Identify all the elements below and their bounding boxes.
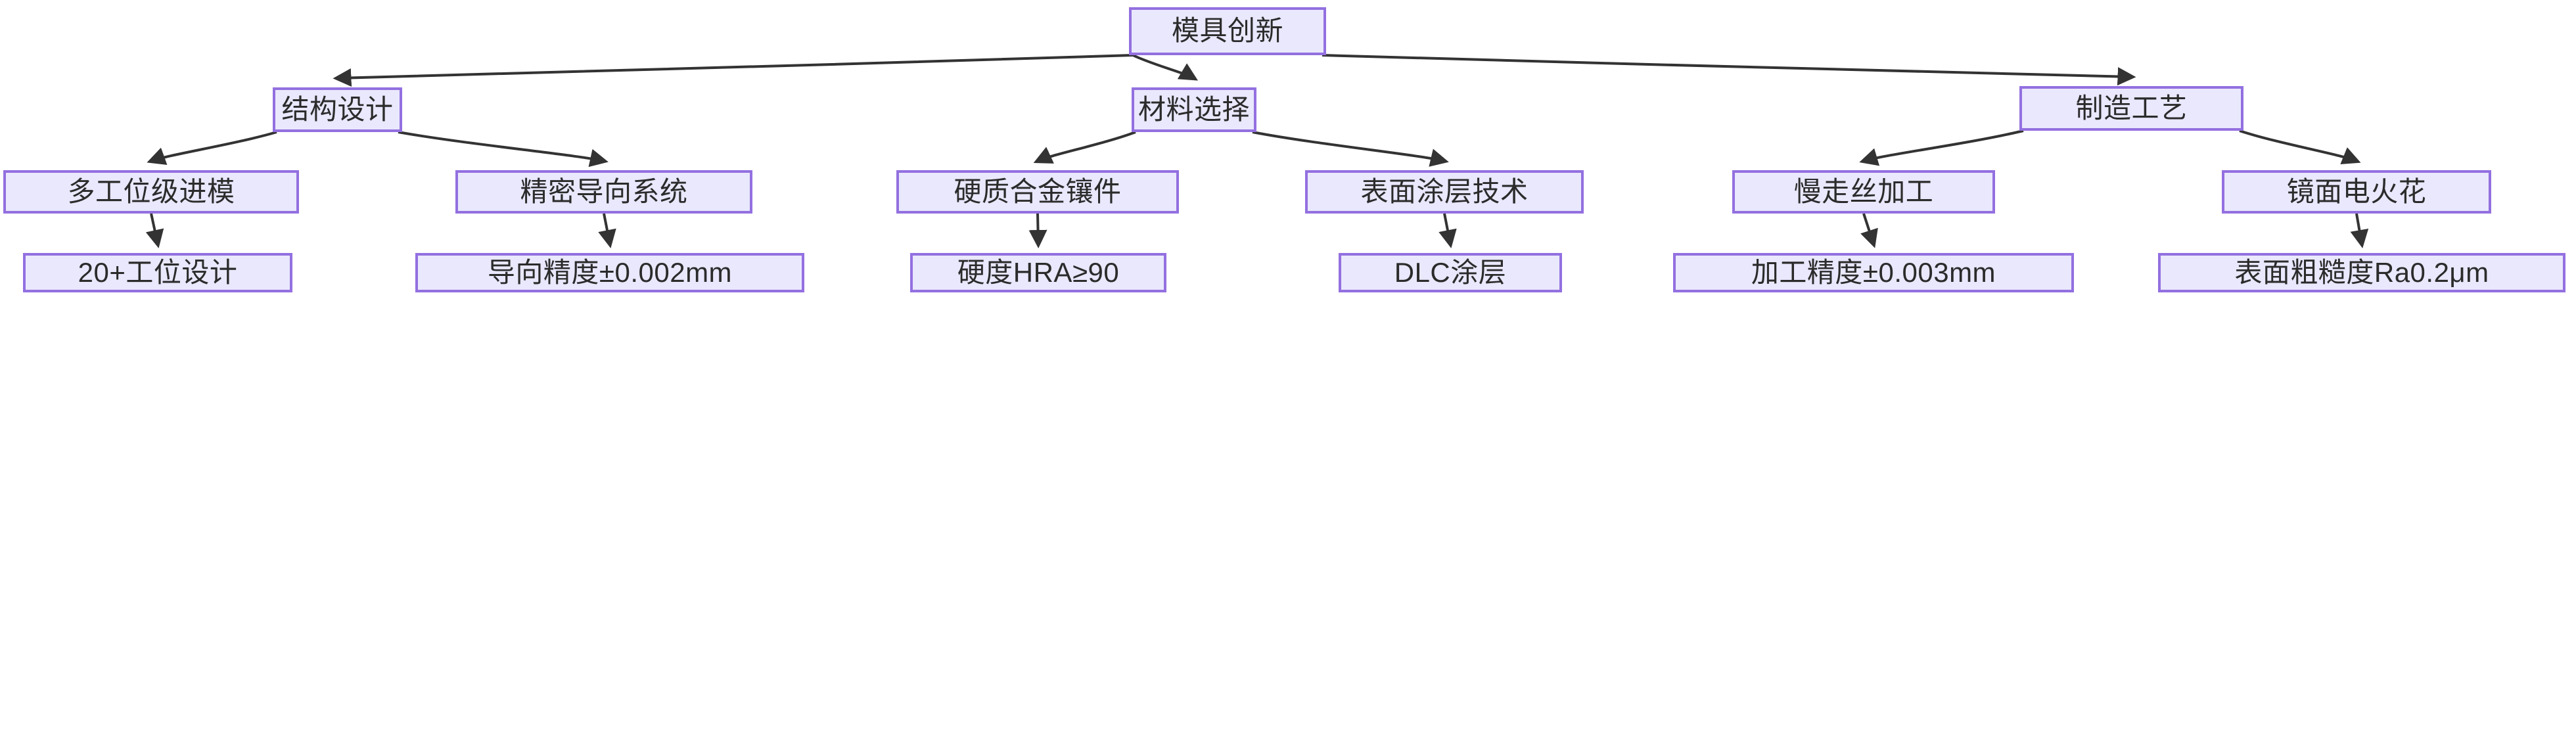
- node-l3f[interactable]: 镜面电火花: [2222, 170, 2491, 214]
- node-l4e[interactable]: 加工精度±0.003mm: [1673, 253, 2074, 292]
- node-label: 表面粗糙度Ra0.2μm: [2234, 256, 2489, 288]
- edge-l2c-to-l3e: [1859, 129, 2024, 166]
- edge-l3b-to-l4b: [598, 213, 616, 248]
- node-l4c[interactable]: 硬度HRA≥90: [910, 253, 1166, 292]
- node-l4b[interactable]: 导向精度±0.002mm: [415, 253, 804, 292]
- edge-l2c-to-l3f: [2239, 129, 2361, 165]
- edge-l3a-to-l4a: [145, 213, 164, 248]
- node-label: 导向精度±0.002mm: [487, 256, 733, 288]
- node-label: 加工精度±0.003mm: [1751, 256, 1996, 288]
- node-label: DLC涂层: [1394, 256, 1507, 288]
- node-label: 结构设计: [281, 93, 394, 125]
- node-l3c[interactable]: 硬质合金镶件: [896, 170, 1179, 214]
- edge-root-to-l2c: [1322, 54, 2136, 86]
- node-root[interactable]: 模具创新: [1129, 7, 1326, 55]
- node-l2a[interactable]: 结构设计: [273, 87, 402, 132]
- node-l3a[interactable]: 多工位级进模: [3, 170, 299, 214]
- node-label: 镜面电火花: [2286, 175, 2427, 207]
- node-label: 慢走丝加工: [1793, 175, 1934, 207]
- edge-l2b-to-l3d: [1252, 131, 1449, 167]
- edge-root-to-l2a: [333, 54, 1134, 87]
- edge-l2a-to-l3a: [147, 131, 277, 166]
- node-l3d[interactable]: 表面涂层技术: [1305, 170, 1584, 214]
- node-l4d[interactable]: DLC涂层: [1339, 253, 1562, 292]
- edge-root-to-l2b: [1132, 54, 1199, 81]
- node-l3b[interactable]: 精密导向系统: [455, 170, 752, 214]
- node-l2b[interactable]: 材料选择: [1132, 87, 1256, 132]
- node-l2c[interactable]: 制造工艺: [2019, 86, 2243, 131]
- node-label: 20+工位设计: [78, 256, 238, 288]
- node-label: 制造工艺: [2075, 92, 2188, 124]
- edge-group: [145, 54, 2369, 248]
- node-label: 表面涂层技术: [1360, 175, 1529, 207]
- node-l3e[interactable]: 慢走丝加工: [1732, 170, 1995, 214]
- node-label: 多工位级进模: [67, 175, 235, 207]
- node-l4a[interactable]: 20+工位设计: [23, 253, 292, 292]
- edge-l2a-to-l3b: [398, 131, 609, 168]
- edge-l3f-to-l4f: [2350, 213, 2369, 248]
- node-label: 材料选择: [1138, 93, 1250, 125]
- node-label: 硬质合金镶件: [954, 175, 1122, 207]
- edge-l2b-to-l3c: [1033, 131, 1136, 164]
- node-l4f[interactable]: 表面粗糙度Ra0.2μm: [2158, 253, 2565, 292]
- edge-l3e-to-l4e: [1860, 213, 1878, 248]
- edge-l3d-to-l4d: [1438, 213, 1457, 248]
- node-label: 精密导向系统: [520, 175, 688, 207]
- node-label: 模具创新: [1171, 15, 1283, 47]
- node-label: 硬度HRA≥90: [957, 256, 1120, 288]
